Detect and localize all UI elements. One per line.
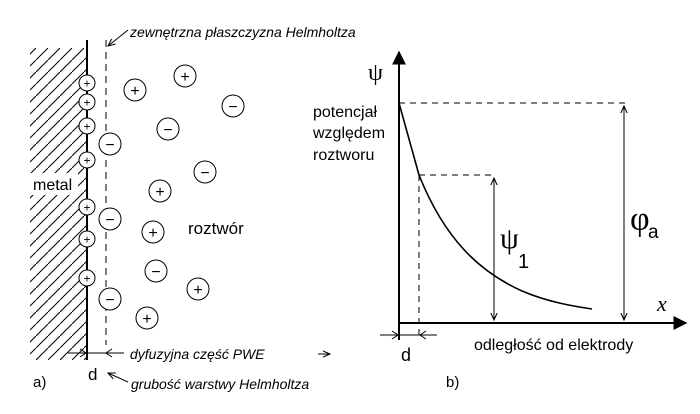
minus-ion: − (144, 259, 168, 283)
plus-ion: + (148, 179, 172, 203)
d-label-b: d (401, 345, 411, 365)
svg-text:−: − (228, 99, 237, 116)
surface-charges: + + + + + + + (78, 74, 96, 287)
plus-charge: + (78, 117, 96, 135)
thickness-arrow (108, 373, 129, 383)
plus-charge: + (78, 74, 96, 92)
svg-text:+: + (83, 154, 90, 168)
metal-hatching (30, 48, 87, 360)
svg-text:+: + (83, 77, 90, 91)
solution-label: roztwór (188, 219, 244, 238)
solution-ions: − − − + + − − − + + − + + (98, 64, 245, 330)
minus-ion: − (98, 287, 122, 311)
plus-ion: + (173, 64, 197, 88)
svg-text:−: − (105, 212, 114, 229)
svg-text:+: + (155, 184, 164, 201)
svg-text:+: + (83, 96, 90, 110)
metal-label: metal (33, 177, 72, 194)
panel-a: zewnętrzna płaszczyzna Helmholtza metal … (30, 24, 356, 392)
plus-charge: + (78, 269, 96, 287)
plus-charge: + (78, 151, 96, 169)
panel-b-letter: b) (446, 374, 459, 391)
potential-label-line1: potencjał (313, 104, 377, 121)
svg-text:+: + (83, 272, 90, 286)
potential-label-line3: roztworu (313, 147, 374, 164)
minus-ion: − (156, 117, 180, 141)
psi1-subscript: 1 (518, 251, 529, 273)
svg-text:+: + (148, 225, 157, 242)
svg-text:−: − (105, 137, 114, 154)
svg-text:−: − (105, 292, 114, 309)
phi-a-subscript: a (648, 222, 659, 243)
plus-ion: + (135, 306, 159, 330)
svg-text:+: + (130, 83, 139, 100)
diffuse-label: dyfuzyjna część PWE (130, 346, 265, 362)
svg-text:+: + (83, 120, 90, 134)
panel-b: ψ x potencjał względem roztworu ψ 1 φ a … (312, 50, 688, 391)
plus-charge: + (78, 93, 96, 111)
plus-charge: + (78, 230, 96, 248)
outer-helmholtz-label: zewnętrzna płaszczyzna Helmholtza (129, 24, 356, 40)
potential-curve (398, 102, 593, 310)
plus-ion: + (123, 78, 147, 102)
d-label-a: d (88, 365, 97, 384)
svg-text:−: − (151, 264, 160, 281)
y-axis-label: ψ (368, 60, 383, 86)
thickness-label: grubość warstwy Helmholtza (131, 376, 309, 392)
svg-text:+: + (193, 282, 202, 299)
phi-a-label: φ (630, 201, 650, 238)
svg-text:+: + (142, 311, 151, 328)
minus-ion: − (221, 94, 245, 118)
svg-text:−: − (163, 122, 172, 139)
x-axis-label: x (656, 291, 667, 316)
minus-ion: − (98, 132, 122, 156)
outer-helmholtz-arrow (108, 29, 129, 46)
plus-ion: + (186, 277, 210, 301)
svg-text:+: + (83, 233, 90, 247)
distance-label: odległość od elektrody (474, 337, 633, 354)
svg-text:+: + (83, 201, 90, 215)
plus-ion: + (141, 220, 165, 244)
minus-ion: − (193, 160, 217, 184)
potential-label-line2: względem (312, 125, 385, 142)
svg-text:+: + (180, 69, 189, 86)
panel-a-letter: a) (33, 374, 46, 391)
plus-charge: + (78, 198, 96, 216)
psi1-label: ψ (500, 222, 519, 255)
minus-ion: − (98, 207, 122, 231)
svg-text:−: − (200, 165, 209, 182)
